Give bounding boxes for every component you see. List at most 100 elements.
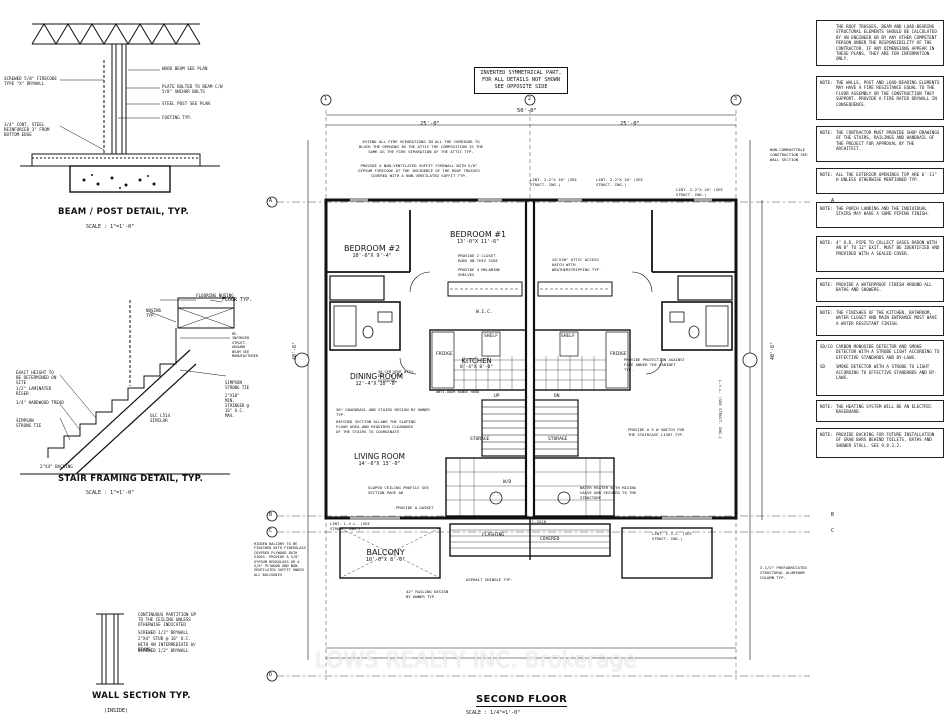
grid-letter-d-left: D <box>269 672 273 678</box>
stair-detail-scale: SCALE : 1"=1'-0" <box>86 490 135 496</box>
annotation-hatched-section: HATCHED SECTION ALLOWS THE SLOPING FLOOR… <box>336 419 416 434</box>
room-bedroom-2: BEDROOM #2 10'-6"X 9'-4" <box>344 244 400 259</box>
room-dining: DINING ROOM 12'-4"X 10'-0" <box>350 372 403 387</box>
beam-detail-label-1: WOOD BEAM SEE PLAN <box>162 66 208 71</box>
label-shelf-2: SHELF <box>561 334 575 339</box>
room-bedroom-1-name: BEDROOM #1 <box>450 230 507 239</box>
stair-label-ulc: ULC L514 SIMILAR <box>150 413 171 423</box>
note-text: THE ROOF TRUSSES, BEAM AND LOAD-BEARING … <box>836 24 937 62</box>
grid-letter-a-left: A <box>269 198 273 204</box>
room-balcony-size: 10'-0"X 8'-0" <box>366 557 406 563</box>
label-dn: DN <box>554 394 560 399</box>
label-up: UP <box>494 394 500 399</box>
lintel-4: L.2X10 <box>532 519 547 524</box>
watermark: LOWS REALTY INC. Brokerage <box>314 648 638 672</box>
room-kitchen-name: KITCHEN <box>461 357 492 365</box>
stair-label-stringer: 2"X10" MIN. STRINGER @ 16" O.C. MAX. <box>225 393 250 418</box>
beam-detail-scale: SCALE : 1"=1'-0" <box>86 224 135 230</box>
stair-framing-detail <box>20 297 235 475</box>
note-text: CARBON MONOXIDE DETECTOR AND SMOKE DETEC… <box>836 344 940 360</box>
note-tag: NOTE: <box>820 172 833 177</box>
side-dimension-right: 40'-6" <box>770 341 776 360</box>
grid-number-1: 1 <box>324 96 328 102</box>
note-tag: NOTE: <box>820 130 833 135</box>
label-storage-1: STORAGE <box>470 437 490 442</box>
note-tag <box>820 24 836 62</box>
note-waterproof: NOTE:PROVIDE A WATERPROOF FINISH AROUND … <box>816 278 944 302</box>
annotation-asphalt-shingle: ASPHALT SHINGLE TYP. <box>466 577 513 582</box>
annotation-water-heater: WATER HEATER WITH MIXING VALVE AND SECUR… <box>580 485 637 500</box>
room-balcony-name: BALCONY <box>366 548 405 557</box>
annotation-fire-protection: PROVIDE PROTECTION AGAINST FIRE UNDER TH… <box>624 357 685 372</box>
note-text: 4" O.D. PIPE TO COLLECT GASES RADON WITH… <box>836 240 940 256</box>
annotation-soffit-firewall: PROVIDE A NON-VENTILATED SOFFIT FIREWALL… <box>358 163 480 178</box>
annotation-aluminum-column: 3-1/2" PREFABRICATED STRUCTURAL ALUMINUM… <box>760 565 807 580</box>
label-covered: COVERED <box>540 537 560 542</box>
beam-detail-title: BEAM / POST DETAIL, TYP. <box>58 207 190 217</box>
note-text: THE HEATING SYSTEM WILL BE AN ELECTRIC B… <box>836 404 932 415</box>
annotation-attic-hatch: 20"X30" ATTIC ACCESS HATCH WITH WEATHERS… <box>552 257 602 272</box>
lintel-1: LINT. 2-2"X 10" (SEE STRUCT. ING.) <box>530 177 577 187</box>
note-text: PROVIDE BACKING FOR FUTURE INSTALLATION … <box>836 432 935 448</box>
beam-detail-label-5: SCREWED 5/8" FIRECODE TYPE "X" DRYWALL <box>4 76 57 86</box>
label-flashing: FLASHING <box>482 533 505 538</box>
note-text: THE PORCH LANDING AND THE INDIVIDUAL STA… <box>836 206 930 217</box>
plan-scale: SCALE : 1/4"=1'-0" <box>466 710 521 716</box>
grid-letter-b-right: B <box>831 512 835 518</box>
wall-label-5: SCREWED 1/2" DRYWALL <box>138 648 189 653</box>
wall-label-2: SCREWED 1/2" DRYWALL <box>138 630 189 635</box>
annotation-melamine: PROVIDE 4 MELAMINE SHELVES <box>458 267 501 277</box>
room-kitchen-size: 8'-4"X 8'-0" <box>460 365 494 370</box>
room-living-name: LIVING ROOM <box>354 452 406 461</box>
note-tag: NOTE: <box>820 404 833 409</box>
stair-label-backing: 2"X4" BACKING <box>40 464 73 469</box>
note-text: THE CONTRACTOR MUST PROVIDE SHOP DRAWING… <box>836 130 940 152</box>
room-dining-name: DINING ROOM <box>350 372 404 381</box>
label-fridge-1: FRIDGE <box>436 352 453 357</box>
beam-post-detail <box>20 23 220 193</box>
label-storage-2: STORAGE <box>548 437 568 442</box>
lintel-3: LINT. 2-2"X 10" (SEE STRUCT. ING.) <box>676 187 723 197</box>
note-tag: NOTE: <box>820 206 833 211</box>
label-fridge-2: FRIDGE <box>610 352 627 357</box>
label-wic: W.I.C. <box>476 310 493 315</box>
wall-label-4: WITH AN INTERMEDIATE W/ BEAMS <box>138 642 196 652</box>
annotation-sloped-ceiling: SLOPED CEILING PROFILE SEE SECTION PAGE … <box>368 485 429 495</box>
note-tag: NOTE: <box>820 80 833 85</box>
wall-detail-title: WALL SECTION TYP. <box>92 691 191 701</box>
note-exterior-openings: NOTE:ALL THE EXTERIOR OPENINGS TOP ARE 6… <box>816 168 944 194</box>
inverted-symmetrical-note: INVERTED SYMMETRICAL PART, FOR ALL DETAI… <box>474 67 568 94</box>
annotation-railing: 42" RAILING DESIGN BY OWNER TYP. <box>406 589 449 599</box>
floor-plan <box>266 94 810 682</box>
inverted-note-line-2: FOR ALL DETAILS NOT SHOWN <box>481 77 561 83</box>
grid-letter-c-right: C <box>831 528 835 534</box>
note-heating: NOTE:THE HEATING SYSTEM WILL BE AN ELECT… <box>816 400 944 422</box>
note-grab-bars: NOTE:PROVIDE BACKING FOR FUTURE INSTALLA… <box>816 428 944 458</box>
annotation-range-hood: ANTI-ODOR RANGE HOOD <box>436 390 480 394</box>
note-tag: NOTE: <box>820 240 833 245</box>
note-shop-drawings: NOTE:THE CONTRACTOR MUST PROVIDE SHOP DR… <box>816 126 944 162</box>
side-dimension-left: 40'-6" <box>292 341 298 360</box>
lintel-7: L.V.L. (SEE STRUCT. ING.) <box>718 380 723 439</box>
room-dining-size: 12'-4"X 10'-0" <box>355 381 398 387</box>
note-porch-landing: NOTE:THE PORCH LANDING AND THE INDIVIDUA… <box>816 202 944 228</box>
wall-section-detail <box>96 613 124 685</box>
room-bedroom-1: BEDROOM #1 13'-0"X 11'-6" <box>450 230 506 245</box>
annotation-gasket: PROVIDE A GASKET <box>396 505 434 510</box>
note-structural: THE ROOF TRUSSES, BEAM AND LOAD-BEARING … <box>816 20 944 66</box>
beam-detail-label-3: STEEL POST SEE PLAN <box>162 101 210 106</box>
note-tag: NOTE: <box>820 310 833 315</box>
wall-detail-subtitle: (INSIDE) <box>104 708 129 714</box>
note-finishes: NOTE:THE FINISHES OF THE KITCHEN, BATHRO… <box>816 306 944 336</box>
stair-label-flooring: FLOORING NOSING <box>196 293 234 298</box>
room-bedroom-2-size: 10'-6"X 9'-4" <box>352 253 392 259</box>
inverted-note-line-1: INVERTED SYMMETRICAL PART, <box>480 70 562 76</box>
stair-label-simpson-2: SIMPSON STRONG TIE <box>16 418 42 428</box>
stair-detail-title: STAIR FRAMING DETAIL, TYP. <box>58 474 204 484</box>
grid-letter-b-left: B <box>269 512 273 518</box>
room-bedroom-2-name: BEDROOM #2 <box>344 244 401 253</box>
lintel-5: LINT. L.V.L. (SEE STRUCT. ING.) <box>330 521 370 531</box>
note-tag: SD <box>820 364 826 370</box>
annotation-non-combustible: NON-COMBUSTIBLE CONSTRUCTION SEE WALL SE… <box>770 147 808 162</box>
